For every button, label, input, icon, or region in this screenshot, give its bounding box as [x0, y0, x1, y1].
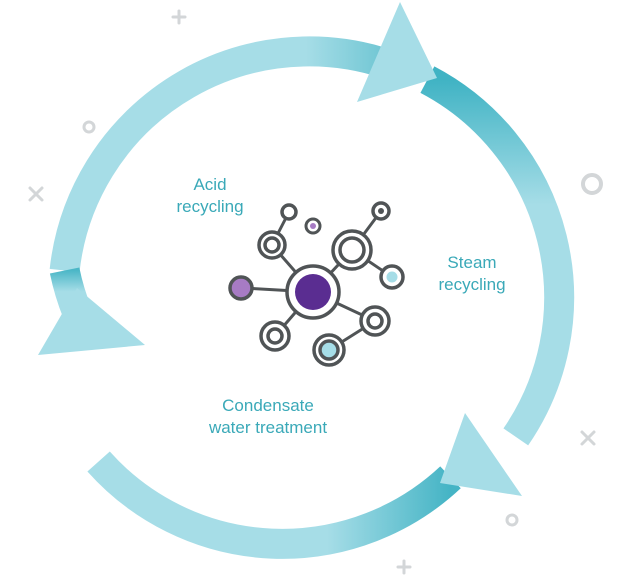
- arrowhead-left: [38, 288, 145, 355]
- label-steam-line2: recycling: [438, 275, 506, 294]
- atom-node: [228, 275, 254, 301]
- cross-icon: [28, 186, 44, 202]
- molecule-atoms: [228, 201, 405, 367]
- label-steam-recycling: Steam recycling: [412, 252, 532, 296]
- ring-icon: [82, 120, 96, 134]
- plus-icon: [396, 559, 412, 575]
- arrowhead-top-right: [357, 2, 437, 102]
- atom-node-inner: [378, 208, 384, 214]
- label-condensate-line2: water treatment: [208, 418, 328, 437]
- atom-node-inner: [310, 223, 316, 229]
- molecule-network-icon: [228, 201, 405, 367]
- atom-node-inner: [366, 312, 384, 330]
- atom-node: [280, 203, 298, 221]
- label-condensate-water-treatment: Condensate water treatment: [178, 395, 358, 439]
- label-acid-line1: Acid: [193, 175, 227, 194]
- label-steam-line1: Steam: [447, 253, 497, 272]
- cross-icon: [580, 430, 596, 446]
- label-acid-line2: recycling: [176, 197, 244, 216]
- cycle-arrow-icon: [38, 2, 575, 559]
- ring-icon: [581, 173, 603, 195]
- label-acid-recycling: Acid recycling: [150, 174, 270, 218]
- atom-node-inner: [318, 339, 340, 361]
- label-condensate-line1: Condensate: [222, 396, 314, 415]
- cycle-arc-bottom: [87, 451, 461, 559]
- ring-icon: [505, 513, 519, 527]
- atom-node-inner: [266, 327, 284, 345]
- atom-node-inner: [263, 236, 281, 254]
- arrowhead-bottom-right: [440, 413, 522, 496]
- atom-core-fill: [295, 274, 331, 310]
- background-decorations: [28, 9, 603, 575]
- cycle-arc-top: [49, 36, 416, 273]
- atom-node-inner: [338, 236, 366, 264]
- atom-node-inner: [386, 271, 398, 283]
- plus-icon: [171, 9, 187, 25]
- cycle-arc-right: [420, 66, 575, 446]
